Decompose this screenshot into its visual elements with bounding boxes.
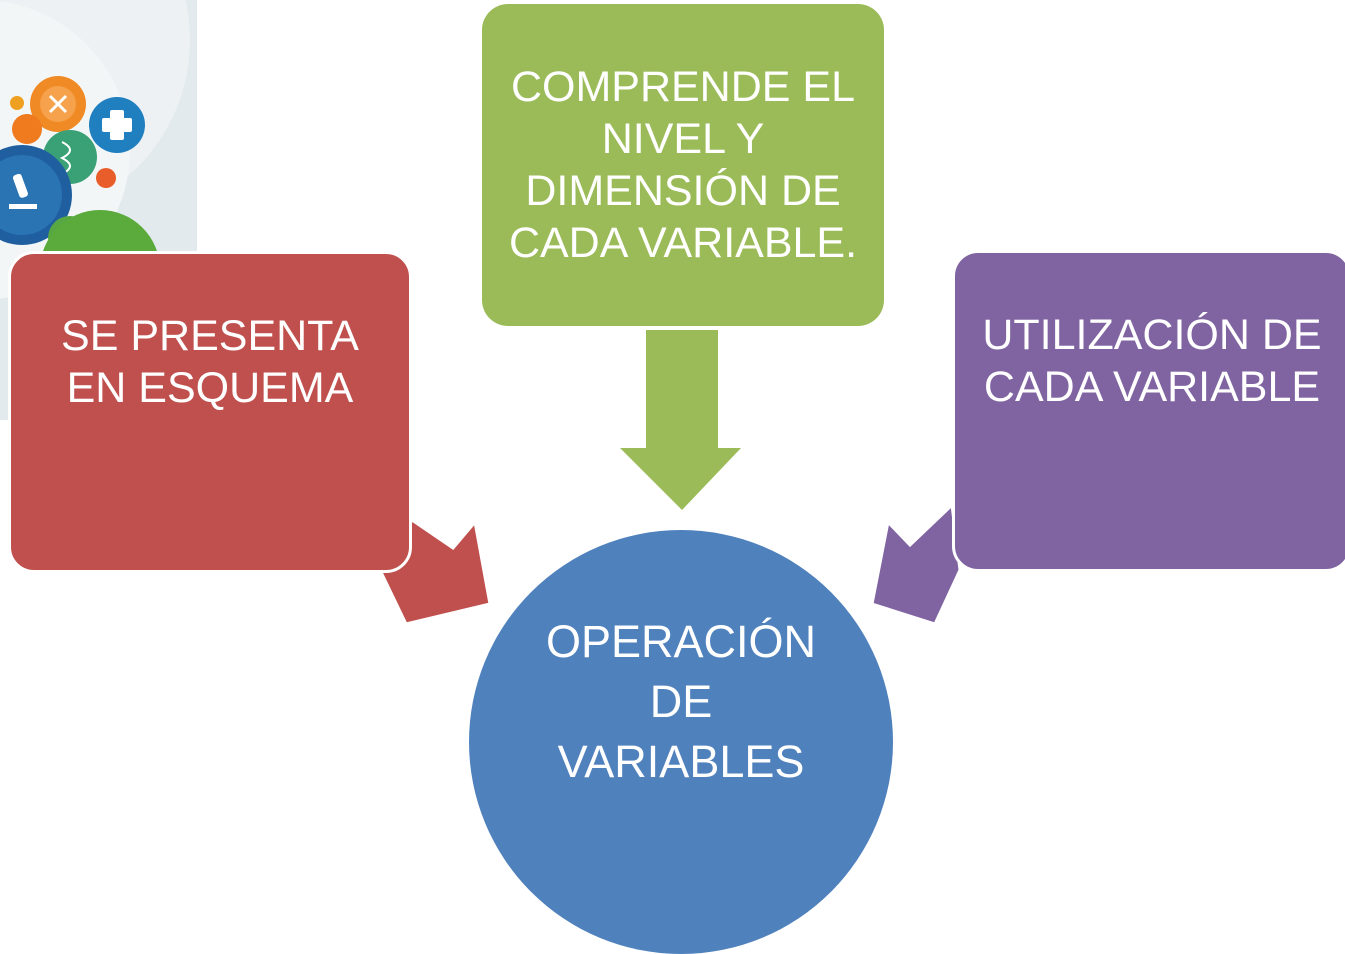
right-box-text: UTILIZACIÓN DE CADA VARIABLE [982, 311, 1322, 411]
microscope-icon [0, 145, 72, 245]
left-box-text: SE PRESENTA EN ESQUEMA [61, 312, 359, 412]
left-box-se-presenta: SE PRESENTA EN ESQUEMA [8, 251, 412, 573]
right-box-utilizacion: UTILIZACIÓN DE CADA VARIABLE [952, 250, 1345, 572]
science-decoration-image [0, 0, 197, 420]
center-circle-operacion: OPERACIÓN DE VARIABLES [469, 530, 893, 954]
top-box-text: COMPRENDE EL NIVEL Y DIMENSIÓN DE CADA V… [508, 63, 858, 267]
center-circle-text: OPERACIÓN DE VARIABLES [545, 616, 817, 787]
red-dot-icon [96, 168, 116, 188]
orange-dot-icon [12, 114, 42, 144]
purple-arrow [870, 501, 962, 626]
top-box-comprende: COMPRENDE EL NIVEL Y DIMENSIÓN DE CADA V… [482, 4, 884, 326]
green-down-arrow [620, 330, 741, 510]
blue-plus-icon [89, 97, 145, 153]
yellow-dot-icon [10, 96, 24, 110]
orange-scissors-icon [30, 76, 86, 132]
